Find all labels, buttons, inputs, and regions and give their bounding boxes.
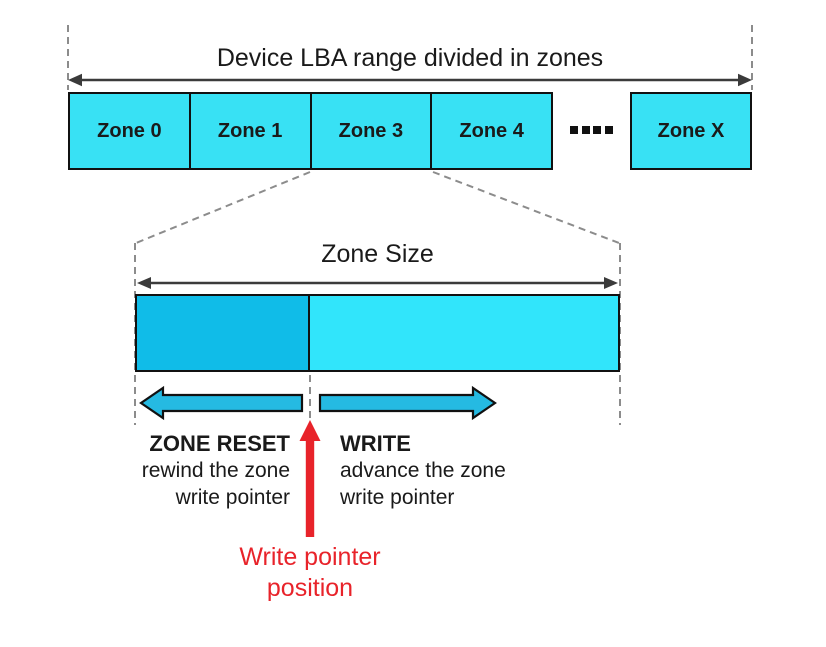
zone-box-x: Zone X [630,92,752,170]
zone-reset-title: ZONE RESET [149,431,290,456]
zone-reset-description-line: write pointer [175,486,290,509]
zone-label: Zone 1 [217,119,283,142]
ellipsis-dot [581,126,590,134]
ellipsis-dot [604,126,613,134]
zone-reset-text-block: ZONE RESET rewind the zone write pointer [60,430,290,511]
unwritten-region [309,296,618,370]
write-pointer-arrow-icon [299,420,321,537]
zones-ellipsis-icon [570,126,613,134]
zone-size-label: Zone Size [321,240,434,268]
diagram-title: Device LBA range divided in zones [216,44,604,72]
zoom-left-diagonal-line [135,171,311,244]
zoomed-zone-box [135,294,620,372]
zone-label: Zone 0 [97,119,162,142]
ellipsis-dot [593,126,601,134]
zone-label: Zone 3 [338,119,404,142]
write-description-line: write pointer [340,486,455,509]
zone-label: Zone X [657,119,725,142]
write-arrow-icon [318,385,497,421]
write-pointer-label: Write pointer position [185,542,435,604]
write-title: WRITE [340,431,411,456]
write-pointer-label-line1: Write pointer [239,543,381,571]
zone-label: Zone 4 [459,119,524,142]
write-pointer-label-line2: position [266,574,354,602]
zone-box-1: Zone 1 [190,94,312,168]
ellipsis-dot [570,126,578,134]
write-text-block: WRITE advance the zone write pointer [340,430,570,511]
zone-size-arrow-icon [137,277,618,289]
lba-range-arrow-icon [68,73,752,87]
zone-box-4: Zone 4 [432,94,551,168]
written-region [137,296,310,370]
zone-box-0: Zone 0 [70,94,191,168]
zoom-right-diagonal-line [432,171,620,244]
zone-reset-description-line: rewind the zone [141,459,290,482]
write-description-line: advance the zone [340,459,506,482]
zone-box-3: Zone 3 [311,94,433,168]
zone-row: Zone 0 Zone 1 Zone 3 Zone 4 [68,92,553,170]
zone-reset-arrow-icon [139,385,304,421]
